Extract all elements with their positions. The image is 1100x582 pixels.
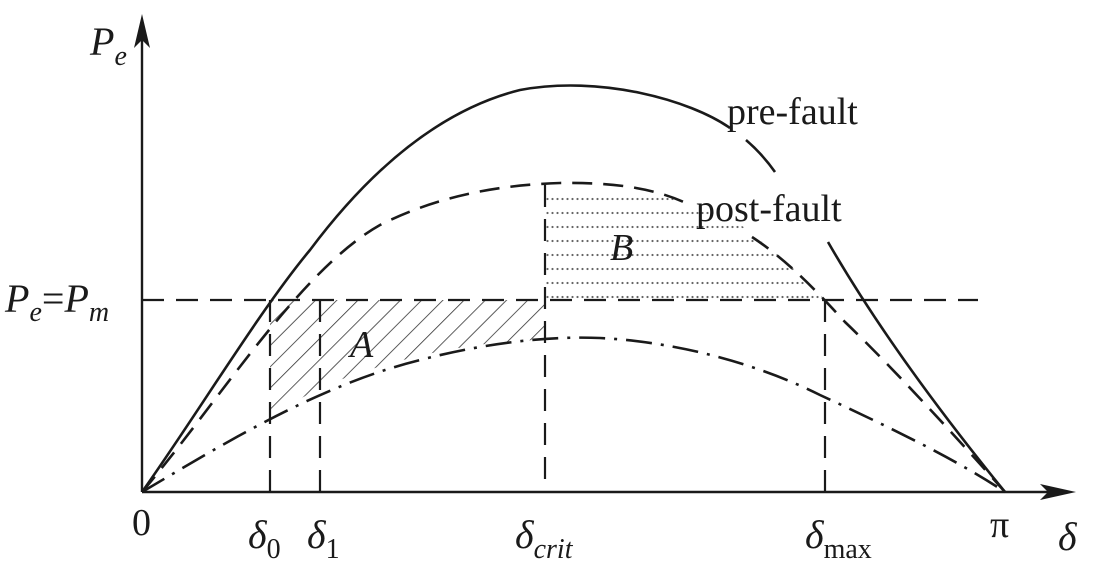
area-a-hatch (270, 300, 545, 415)
post-fault-curve-tail (751, 235, 1006, 493)
pre-fault-curve (140, 84, 731, 493)
x-axis-label: δ (1058, 514, 1078, 559)
pi-label: π (990, 504, 1009, 546)
delta-crit-label: δcrit (515, 512, 574, 565)
origin-label: 0 (132, 502, 151, 544)
area-b-dots (545, 186, 825, 300)
area-a-label: A (347, 324, 374, 366)
pm-label: Pe=Pm (4, 276, 109, 328)
post-fault-label: post-fault (696, 188, 842, 230)
pre-fault-label: pre-fault (727, 91, 858, 133)
delta0-label: δ0 (248, 512, 281, 565)
post-fault-curve (141, 181, 691, 493)
x-axis-arrowhead (1040, 484, 1076, 500)
delta1-label: δ1 (307, 512, 340, 565)
during-fault-curve (141, 336, 1006, 494)
delta-max-label: δmax (805, 512, 872, 565)
pre-fault-curve-tail (745, 139, 777, 173)
y-axis-arrowhead (134, 14, 150, 48)
y-axis-label: Pe (89, 19, 127, 72)
pre-fault-curve-drop (826, 241, 1007, 493)
area-b-label: B (610, 227, 633, 269)
